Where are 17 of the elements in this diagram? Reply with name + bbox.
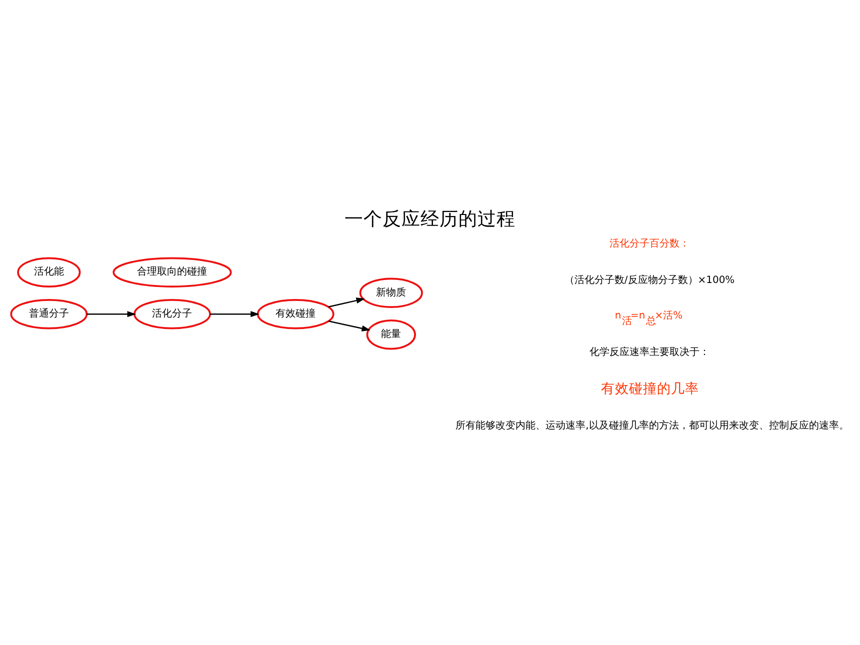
label: 所有能够改变内能、运动速率,以及碰撞几率的方法，都可以用来改变、控制反应的速率。: [456, 420, 849, 432]
node-ellipse: 普通分子: [10, 298, 88, 330]
node-ellipse: 新物质: [359, 278, 423, 308]
node-ellipse: 活化分子: [134, 298, 211, 330]
label: 活化分子百分数：: [609, 238, 690, 250]
arrow: [210, 311, 260, 318]
node-ellipse: 活化能: [17, 257, 81, 288]
arrow: [86, 311, 136, 318]
arrow: [328, 298, 366, 308]
node-ellipse: 有效碰撞: [256, 298, 334, 330]
label: 化学反应速率主要取决于：: [590, 347, 710, 358]
node-ellipse: 合理取向的碰撞: [112, 257, 232, 288]
arrow: [328, 320, 371, 332]
diagram-title: 一个反应经历的过程: [344, 208, 516, 230]
label: 有效碰撞的几率: [601, 381, 700, 397]
node-ellipse: 能量: [366, 320, 416, 350]
label: （活化分子数/反应物分子数）×100%: [564, 274, 735, 286]
